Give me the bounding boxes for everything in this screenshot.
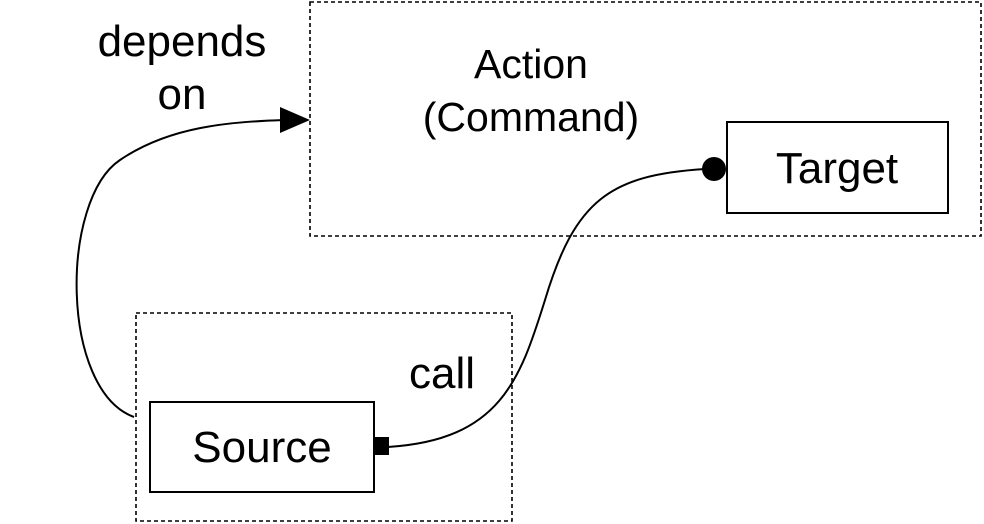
target-box[interactable] (726, 121, 949, 214)
call-label: call (409, 349, 475, 398)
source-container (135, 312, 513, 522)
action-subtitle: (Command) (423, 94, 639, 140)
target-label: Target (776, 144, 898, 193)
call-edge (387, 168, 706, 448)
arrowhead-icon (280, 107, 310, 133)
depends-label-line1: depends (98, 17, 267, 66)
depends-on-edge (75, 119, 285, 418)
action-container (309, 1, 982, 237)
square-end-icon (374, 437, 389, 455)
source-box[interactable] (149, 401, 375, 493)
circle-end-icon (702, 157, 726, 181)
action-title: Action (474, 41, 588, 87)
source-label: Source (192, 423, 331, 472)
depends-label-line2: on (158, 70, 207, 119)
